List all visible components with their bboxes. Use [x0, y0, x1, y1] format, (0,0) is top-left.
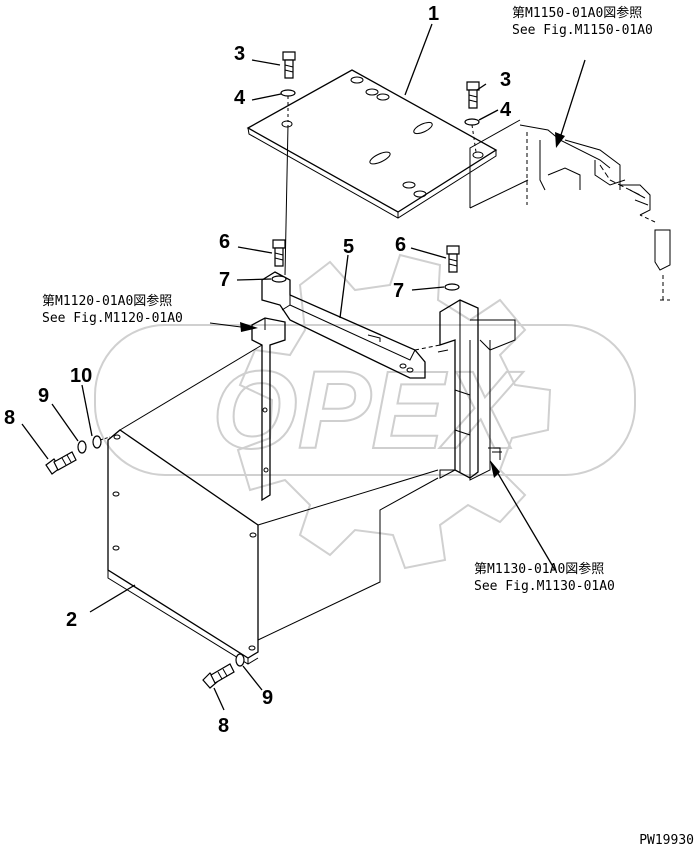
leader-lines	[21, 23, 499, 711]
ref-m1150-jp: 第M1150-01A0図参照	[512, 6, 643, 21]
ref-m1120-en: See Fig.M1120-01A0	[42, 311, 183, 326]
washer-9-lower	[235, 653, 245, 667]
washer-4-left	[280, 89, 296, 97]
callout-2: 2	[66, 609, 78, 631]
right-frame-m1130	[414, 299, 556, 571]
ref-m1130-jp: 第M1130-01A0図参照	[474, 562, 605, 577]
ref-m1130-en: See Fig.M1130-01A0	[474, 579, 615, 594]
left-bracket-m1120	[209, 317, 286, 502]
washer-7-right	[444, 283, 460, 291]
callout-6-left: 6	[219, 231, 231, 253]
callout-3-right: 3	[500, 69, 512, 91]
callout-9-upper: 9	[38, 385, 50, 407]
bolt-6-right	[446, 245, 460, 273]
callout-9-lower: 9	[262, 687, 274, 709]
reference-assembly-m1150	[469, 59, 671, 301]
bolt-3-right	[466, 81, 480, 109]
bolt-8-upper	[45, 451, 77, 475]
callout-10: 10	[70, 365, 93, 387]
callout-4-right: 4	[500, 99, 512, 121]
washer-9-upper	[77, 440, 87, 454]
bolt-3-left	[282, 51, 296, 79]
callout-8-upper: 8	[4, 407, 16, 429]
part-5-beam	[261, 271, 426, 379]
drawing-code: PW19930	[639, 833, 694, 848]
callout-8-lower: 8	[218, 715, 230, 737]
bolt-6-left	[272, 239, 286, 267]
part-2-side-panel	[107, 429, 259, 665]
callout-1: 1	[428, 3, 440, 25]
ref-m1150-en: See Fig.M1150-01A0	[512, 23, 653, 38]
ref-m1120-jp: 第M1120-01A0図参照	[42, 294, 173, 309]
callout-5: 5	[343, 236, 355, 258]
callout-3-left: 3	[234, 43, 246, 65]
callout-6-right: 6	[395, 234, 407, 256]
callout-7-left: 7	[219, 269, 231, 291]
washer-4-right	[464, 118, 480, 126]
callout-4-left: 4	[234, 87, 246, 109]
bolt-8-lower	[202, 663, 235, 689]
spacer-10	[92, 435, 102, 449]
part-1-top-plate	[246, 69, 498, 219]
washer-7-left	[271, 275, 287, 283]
callout-7-right: 7	[393, 280, 405, 302]
